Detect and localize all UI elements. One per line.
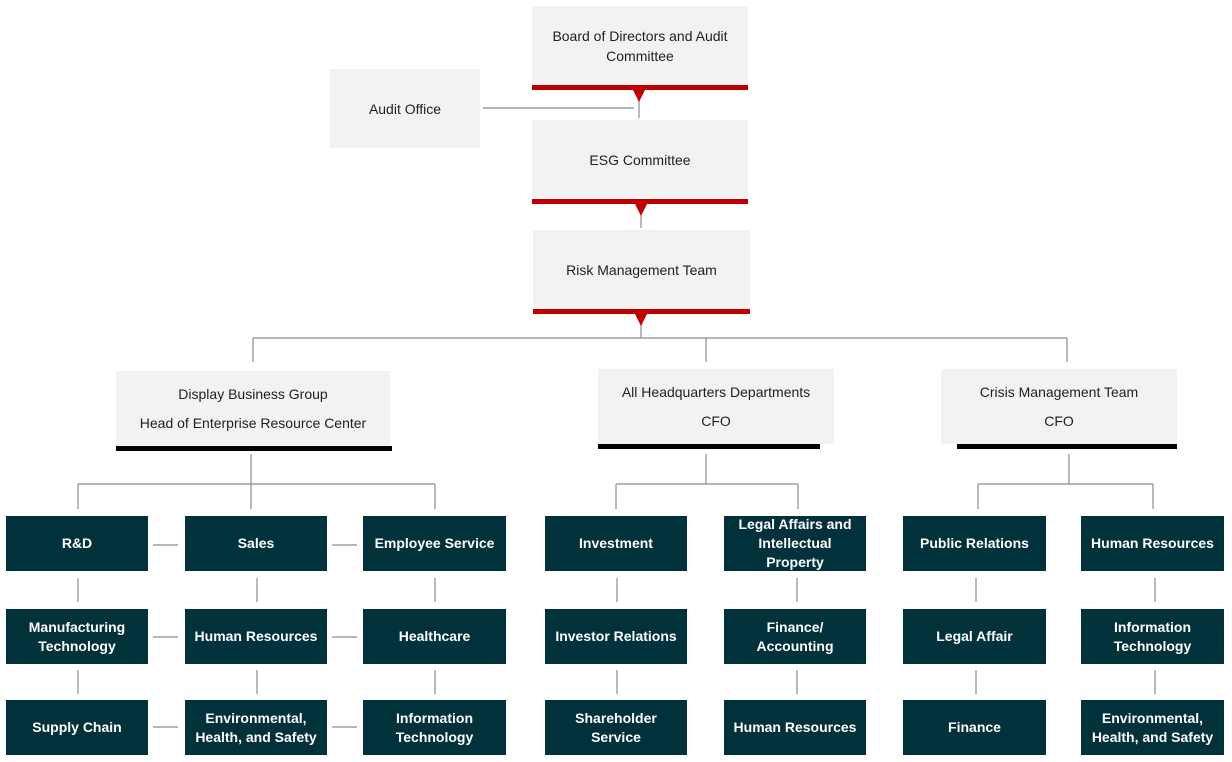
risk-management-label: Risk Management Team: [566, 261, 717, 278]
unit-human-resources: Human Resources: [724, 700, 866, 755]
unit-public-relations: Public Relations: [903, 516, 1046, 571]
display-business-group-box: Display Business Group Head of Enterpris…: [116, 371, 390, 446]
unit-employee-service: Employee Service: [363, 516, 506, 571]
group-underline: [116, 446, 392, 451]
board-label: Board of Directors and Audit Committee: [552, 27, 728, 64]
audit-office-label: Audit Office: [368, 100, 442, 117]
unit-rnd: R&D: [6, 516, 148, 571]
unit-finance-accounting: Finance/ Accounting: [724, 609, 866, 664]
arrow-down-icon: [635, 204, 647, 216]
unit-information-technology: Information Technology: [1081, 609, 1224, 664]
unit-legal-affair: Legal Affair: [903, 609, 1046, 664]
unit-healthcare: Healthcare: [363, 609, 506, 664]
unit-finance: Finance: [903, 700, 1046, 755]
group-underline: [957, 444, 1177, 449]
unit-information-technology: Information Technology: [363, 700, 506, 755]
arrow-down-icon: [635, 314, 647, 326]
unit-supply-chain: Supply Chain: [6, 700, 148, 755]
group-subtitle: CFO: [1044, 413, 1074, 429]
unit-investment: Investment: [545, 516, 687, 571]
esg-committee-box: ESG Committee: [532, 120, 748, 204]
group-subtitle: CFO: [701, 413, 731, 429]
esg-committee-label: ESG Committee: [589, 151, 691, 168]
group-title: All Headquarters Departments: [621, 384, 811, 400]
unit-human-resources: Human Resources: [1081, 516, 1224, 571]
unit-sales: Sales: [185, 516, 327, 571]
group-title: Display Business Group: [178, 386, 328, 402]
audit-office-box: Audit Office: [330, 69, 480, 148]
risk-management-box: Risk Management Team: [533, 230, 750, 314]
unit-ehs: Environmental, Health, and Safety: [185, 700, 327, 755]
group-subtitle: Head of Enterprise Resource Center: [139, 415, 367, 431]
unit-ehs: Environmental, Health, and Safety: [1081, 700, 1224, 755]
unit-investor-relations: Investor Relations: [545, 609, 687, 664]
arrow-down-icon: [633, 90, 645, 102]
board-box: Board of Directors and Audit Committee: [532, 6, 748, 90]
group-underline: [598, 444, 820, 449]
unit-manufacturing-technology: Manufacturing Technology: [6, 609, 148, 664]
crisis-management-box: Crisis Management Team CFO: [941, 369, 1177, 444]
headquarters-departments-box: All Headquarters Departments CFO: [598, 369, 834, 444]
group-title: Crisis Management Team: [979, 384, 1139, 400]
unit-human-resources: Human Resources: [185, 609, 327, 664]
unit-legal-affairs-ip: Legal Affairs and Intellectual Property: [724, 516, 866, 571]
unit-shareholder-service: Shareholder Service: [545, 700, 687, 755]
